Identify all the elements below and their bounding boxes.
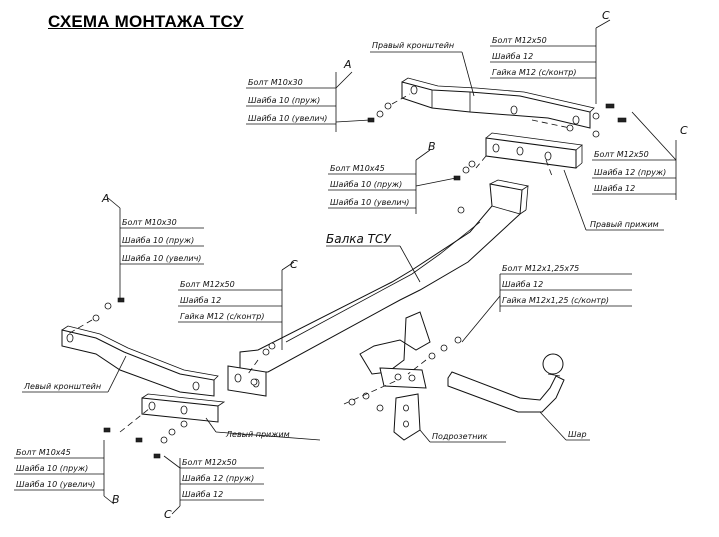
callout-b-bottom-line3: Шайба 10 (увелич): [16, 480, 95, 489]
callout-c-right-line1: Болт М12х50: [594, 150, 649, 159]
callout-a-left-line3: Шайба 10 (увелич): [122, 254, 201, 263]
callout-letter-b-mid: B: [428, 140, 436, 153]
callout-letter-c-mid: C: [290, 258, 298, 271]
ball-label: Шар: [568, 430, 587, 439]
callout-a-left-line1: Болт М10х30: [122, 218, 177, 227]
left-bracket-label: Левый кронштейн: [23, 382, 101, 391]
ball-bolt-line3: Гайка М12х1,25 (с/контр): [502, 296, 609, 305]
callout-letter-c-top: C: [602, 9, 610, 22]
callout-c-bottom-line3: Шайба 12: [182, 490, 223, 499]
ball-bolt-line2: Шайба 12: [502, 280, 543, 289]
left-clamp-label: Левый прижим: [225, 430, 290, 439]
callout-a-top-line3: Шайба 10 (увелич): [248, 114, 327, 123]
callout-c-top-line1: Болт М12х50: [492, 36, 547, 45]
tow-beam: [227, 179, 530, 397]
callout-a-top-line2: Шайба 10 (пруж): [248, 96, 320, 105]
callout-letter-c-bottom: C: [164, 508, 172, 521]
callout-a-top-line1: Болт М10х30: [248, 78, 303, 87]
callout-c-mid-line3: Гайка М12 (с/контр): [180, 312, 265, 321]
callout-b-mid-line1: Болт М10х45: [330, 164, 385, 173]
callout-letter-a-top: A: [343, 58, 352, 71]
callout-letter-a-left: A: [101, 192, 110, 205]
callout-c-right-line3: Шайба 12: [594, 184, 635, 193]
right-bracket-label: Правый кронштейн: [372, 41, 454, 50]
callout-c-mid-line2: Шайба 12: [180, 296, 221, 305]
labels: A Болт М10х30 Шайба 10 (пруж) Шайба 10 (…: [16, 9, 688, 521]
fasteners: [92, 102, 627, 459]
diagram-title: СХЕМА МОНТАЖА ТСУ: [48, 12, 244, 31]
callout-c-bottom-line2: Шайба 12 (пруж): [182, 474, 254, 483]
callout-a-left-line2: Шайба 10 (пруж): [122, 236, 194, 245]
right-clamp: [485, 132, 583, 169]
callout-c-mid-line1: Болт М12х50: [180, 280, 235, 289]
ball-bolt-line1: Болт М12х1,25х75: [502, 264, 579, 273]
callout-letter-c-right: C: [680, 124, 688, 137]
right-bracket: [401, 77, 595, 129]
left-bracket: [61, 325, 219, 397]
socket-plate: [393, 393, 421, 441]
leaders: [14, 19, 677, 515]
ball-mount: [447, 353, 565, 413]
callout-b-mid-line3: Шайба 10 (увелич): [330, 198, 409, 207]
callout-c-top-line2: Шайба 12: [492, 52, 533, 61]
assembly-lines: [67, 93, 571, 433]
callout-c-right-line2: Шайба 12 (пруж): [594, 168, 666, 177]
socket-plate-label: Подрозетник: [432, 432, 488, 441]
left-clamp: [141, 393, 226, 423]
callout-b-bottom-line1: Болт М10х45: [16, 448, 71, 457]
callout-letter-b-bottom: B: [112, 493, 120, 506]
callout-c-top-line3: Гайка М12 (с/контр): [492, 68, 577, 77]
beam-label: Балка ТСУ: [326, 232, 391, 246]
right-clamp-label: Правый прижим: [590, 220, 659, 229]
callout-b-bottom-line2: Шайба 10 (пруж): [16, 464, 88, 473]
callout-c-bottom-line1: Болт М12х50: [182, 458, 237, 467]
callout-b-mid-line2: Шайба 10 (пруж): [330, 180, 402, 189]
